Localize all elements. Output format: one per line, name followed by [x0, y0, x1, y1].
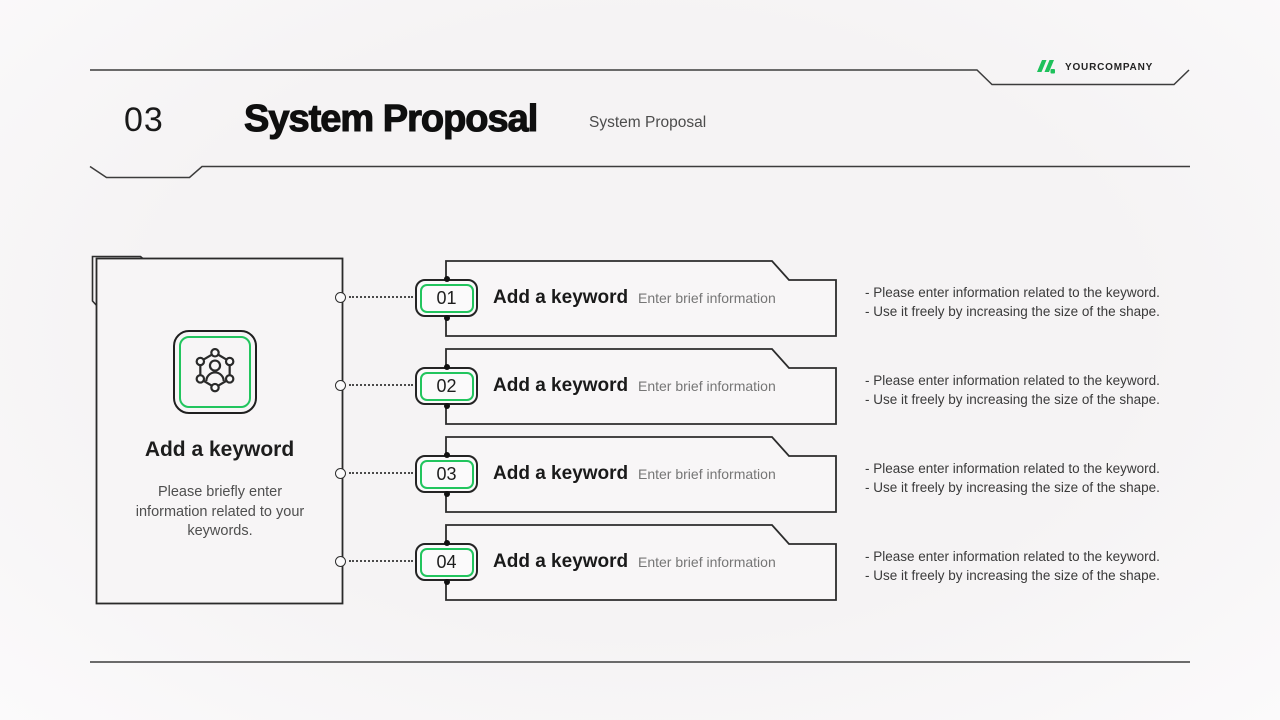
connector-node [335, 380, 346, 391]
row-keyword-title: Add a keyword [493, 375, 629, 396]
keyword-card-outline [95, 257, 344, 605]
row-shape [445, 436, 837, 513]
row-keyword-title: Add a keyword [493, 551, 629, 572]
card-icon-green-frame [179, 336, 251, 408]
dotted-connector [349, 296, 413, 298]
row-notes: - Please enter information related to th… [865, 284, 1160, 321]
row-keyword-title: Add a keyword [493, 463, 629, 484]
step-number-badge: 03 [415, 455, 478, 493]
row-note-line: - Please enter information related to th… [865, 285, 1160, 300]
badge-joint-dot-top [443, 452, 450, 458]
badge-joint-dot-top [443, 364, 450, 370]
row-notes: - Please enter information related to th… [865, 460, 1160, 497]
card-icon-frame [173, 330, 257, 414]
connector-node [335, 292, 346, 303]
company-name: YOURCOMPANY [1065, 62, 1154, 73]
row-hint: Enter brief information [638, 466, 776, 482]
badge-joint-dot-top [443, 540, 450, 546]
connector-node [335, 556, 346, 567]
step-number-badge: 01 [415, 279, 478, 317]
card-description: Please briefly enter information related… [135, 484, 305, 539]
row-shape [445, 260, 837, 337]
card-title: Add a keyword [144, 438, 295, 461]
page-title: System Proposal [243, 97, 538, 140]
step-number: 02 [419, 371, 474, 401]
row-notes: - Please enter information related to th… [865, 372, 1160, 409]
row-hint: Enter brief information [638, 290, 776, 306]
keyword-row-2: 02 Add a keyword Enter brief information… [0, 348, 1280, 426]
row-note-line: - Please enter information related to th… [865, 549, 1160, 564]
company-logo: YOURCOMPANY [1036, 58, 1153, 75]
row-notes: - Please enter information related to th… [865, 548, 1160, 585]
row-hint: Enter brief information [638, 378, 776, 394]
badge-joint-dot-bottom [443, 491, 450, 497]
badge-joint-dot-top [443, 276, 450, 282]
row-note-line: - Use it freely by increasing the size o… [865, 567, 1160, 583]
dotted-connector [349, 472, 413, 474]
step-number: 03 [419, 459, 474, 489]
row-hint: Enter brief information [638, 554, 776, 570]
row-note-line: - Please enter information related to th… [865, 373, 1160, 388]
dotted-connector [349, 560, 413, 562]
keyword-row-4: 04 Add a keyword Enter brief information… [0, 524, 1280, 602]
row-note-line: - Please enter information related to th… [865, 461, 1160, 476]
step-number: 04 [419, 547, 474, 577]
badge-joint-dot-bottom [443, 579, 450, 585]
company-logo-icon [1037, 60, 1055, 74]
step-number: 01 [419, 283, 474, 313]
header-divider-line [89, 165, 1190, 179]
row-note-line: - Use it freely by increasing the size o… [865, 303, 1160, 319]
badge-joint-dot-bottom [443, 403, 450, 409]
step-number-badge: 04 [415, 543, 478, 581]
row-note-line: - Use it freely by increasing the size o… [865, 391, 1160, 407]
page-number: 03 [124, 101, 164, 139]
badge-joint-dot-bottom [443, 315, 450, 321]
user-network-icon [195, 348, 235, 393]
keyword-row-3: 03 Add a keyword Enter brief information… [0, 436, 1280, 514]
dotted-connector [349, 384, 413, 386]
page-subtitle: System Proposal [589, 114, 707, 131]
row-note-line: - Use it freely by increasing the size o… [865, 479, 1160, 495]
step-number-badge: 02 [415, 367, 478, 405]
row-shape [445, 348, 837, 425]
row-shape [445, 524, 837, 601]
connector-node [335, 468, 346, 479]
row-keyword-title: Add a keyword [493, 287, 629, 308]
keyword-row-1: 01 Add a keyword Enter brief information… [0, 260, 1280, 338]
top-border-line [90, 69, 1190, 86]
